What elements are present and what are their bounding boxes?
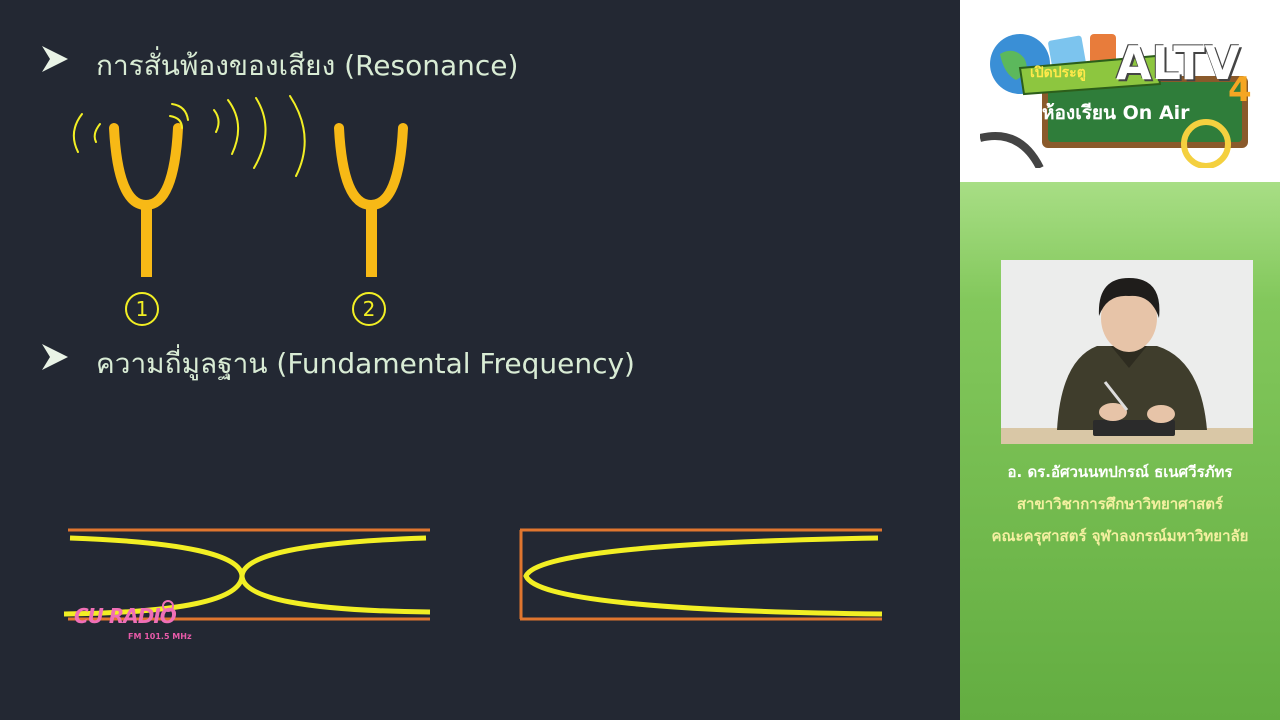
slide-board: การสั่นพ้องของเสียง (Resonance) 1 2 [42, 46, 883, 646]
cu-radio-frequency: FM 101.5 MHz [128, 632, 192, 641]
open-tube [63, 528, 431, 621]
program-title-room: ห้องเรียน On Air [1042, 102, 1190, 124]
presenter-name: อ. ดร.อัศวนนทปกรณ์ ธเนศวีรภัทร [1007, 463, 1233, 481]
program-logo: เปิดประตู ห้องเรียน On Air ALTV 4 [980, 18, 1262, 168]
tuning-forks-drawing: 1 2 [72, 95, 408, 326]
program-logo-art [980, 34, 1248, 168]
fork-1-label: 1 [136, 297, 149, 321]
cu-radio-logo: CU RADIO FM 101.5 MHz [72, 598, 202, 646]
fork-2-label-circle [352, 292, 386, 326]
cu-radio-name: CU RADIO [74, 604, 177, 628]
tuning-fork-2 [334, 123, 408, 277]
presenter-photo [1001, 260, 1253, 444]
closed-tube [519, 528, 883, 621]
presenter-video [1001, 260, 1253, 444]
radio-wave-icon [162, 600, 174, 612]
fork-2-label: 2 [363, 297, 376, 321]
sound-wave-lines [72, 95, 306, 177]
arrow-bullet-icon [42, 344, 68, 370]
heading-resonance: การสั่นพ้องของเสียง (Resonance) [96, 49, 519, 82]
channel-brand: ALTV [1116, 36, 1241, 90]
arrow-bullet-icon [42, 46, 68, 72]
tubes-drawing [63, 528, 883, 621]
presenter-department: สาขาวิชาการศึกษาวิทยาศาสตร์ [1016, 495, 1224, 513]
presenter-faculty: คณะครุศาสตร์ จุฬาลงกรณ์มหาวิทยาลัย [991, 527, 1249, 545]
fork-1-label-circle [125, 292, 159, 326]
program-title-open: เปิดประตู [1030, 65, 1086, 81]
tuning-fork-1 [109, 123, 183, 277]
heading-fundamental-frequency: ความถี่มูลฐาน (Fundamental Frequency) [96, 347, 635, 380]
channel-number: 4 [1228, 70, 1252, 110]
